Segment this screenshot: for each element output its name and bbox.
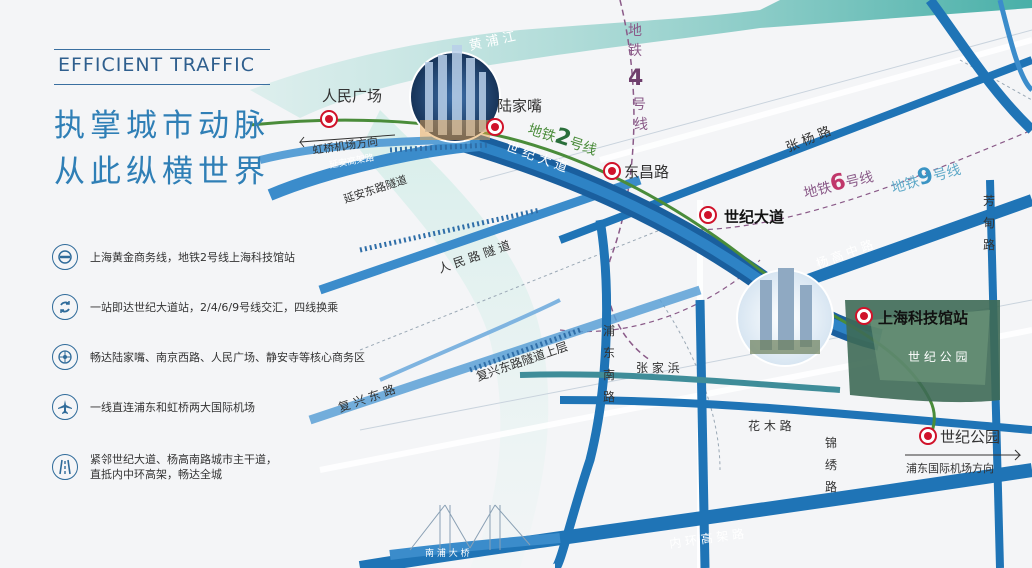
station-marker-renmin [320,110,338,128]
station-label-shijipark: 世纪公园 [940,428,1000,446]
station-label-renmin: 人民广场 [322,87,382,105]
metro-line-6 [559,259,761,333]
pudong-airport-arrow-icon [905,449,1022,461]
huangpu-river [250,0,1032,118]
road-label-pudong-airport: 浦东国际机场方向 [906,461,994,475]
station-label-shiji: 世纪大道 [724,208,784,226]
metro-label-line9: 地铁9号线 [888,155,963,199]
station-marker-kejiguan [855,307,873,325]
road-label-zhangjiabang: 张 家 浜 [636,360,680,375]
metro-line-9 [689,129,1032,231]
lujiazui-towers-image [409,45,501,143]
road-label-nanpu-bridge: 南 浦 大 桥 [425,547,470,559]
station-marker-lujiazui [486,118,504,136]
station-label-lujiazui: 陆家嘴 [497,97,542,115]
road-label-huamu: 花 木 路 [748,418,792,433]
metro-line-4 [606,0,651,361]
road-label-fangdian: 芳甸路 [983,194,995,252]
metro-label-line6: 地铁6号线 [800,162,875,204]
road-label-pudong-south: 浦东南路 [603,324,615,404]
station-label-kejiguan: 上海科技馆站 [878,309,968,327]
hongqiao-arrow-icon [298,134,396,148]
huangpu-river-south [360,110,549,568]
project-building-image [736,268,834,367]
road-label-century-park: 世 纪 公 园 [908,350,967,364]
station-marker-shijipark [919,427,937,445]
station-marker-dongchang [603,162,621,180]
station-marker-shiji [699,206,717,224]
road-label-jinxiu: 锦绣路 [825,436,837,494]
station-markers [320,110,937,445]
station-label-dongchang: 东昌路 [624,163,669,181]
nanpu-bridge-icon [409,504,531,555]
